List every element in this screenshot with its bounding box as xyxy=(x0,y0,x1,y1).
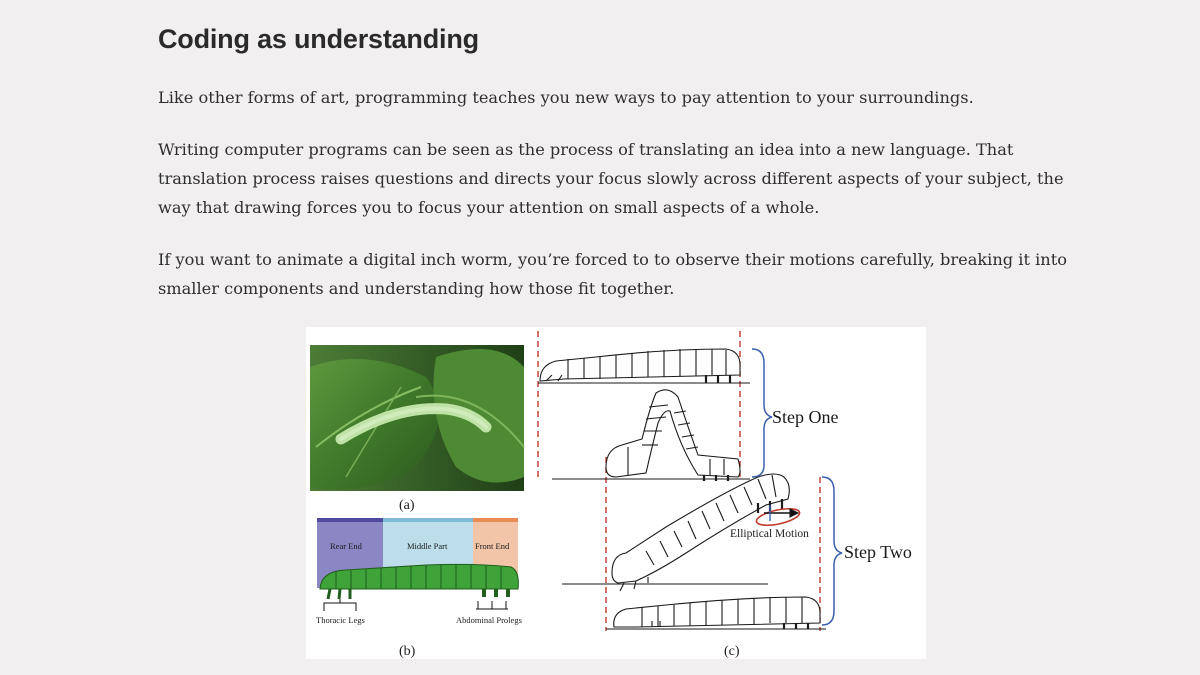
elliptical-motion-label: Elliptical Motion xyxy=(730,528,809,540)
panel-c-label: (c) xyxy=(724,644,740,659)
panel-c-diagram xyxy=(537,331,843,631)
segment-middle-label: Middle Part xyxy=(407,541,448,551)
article-title: Coding as understanding xyxy=(158,24,479,54)
panel-b-label: (b) xyxy=(399,644,416,659)
segment-rear-label: Rear End xyxy=(330,541,363,551)
inchworm-figure: (a) Rear End Middle Part Fr xyxy=(306,327,926,659)
thoracic-legs-label: Thoracic Legs xyxy=(316,615,365,625)
panel-a-photo xyxy=(310,345,525,491)
panel-a-label: (a) xyxy=(399,498,415,513)
paragraph-3: If you want to animate a digital inch wo… xyxy=(158,250,1067,298)
paragraph-1: Like other forms of art, programming tea… xyxy=(158,88,974,107)
step-two-label: Step Two xyxy=(844,542,912,562)
segment-front-label: Front End xyxy=(475,541,510,551)
panel-b-diagram xyxy=(317,518,519,611)
step-one-label: Step One xyxy=(772,407,839,427)
abdominal-prolegs-label: Abdominal Prolegs xyxy=(456,615,522,625)
paragraph-2: Writing computer programs can be seen as… xyxy=(158,140,1064,217)
article: Coding as understanding Like other forms… xyxy=(158,24,1078,326)
